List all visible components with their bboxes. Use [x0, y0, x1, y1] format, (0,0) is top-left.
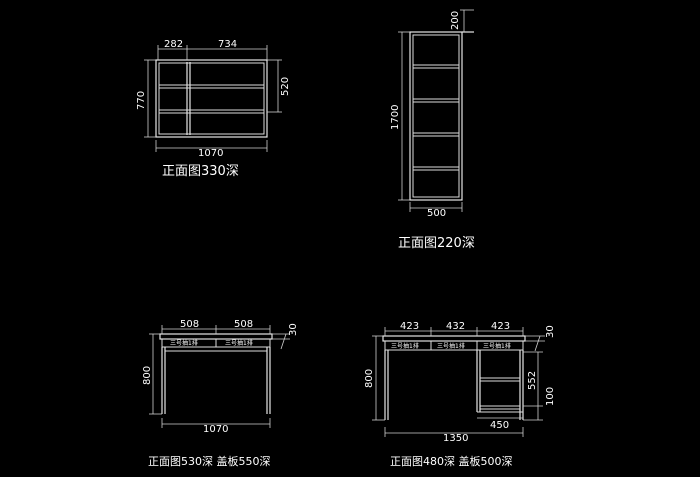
- drawing-4-caption: 正面图480深 盖板500深: [390, 454, 513, 468]
- drawing-2: 200 1700 500 正面图220深: [390, 9, 475, 251]
- dim-3-bottom: 1070: [203, 424, 228, 435]
- cabinet-1-inner: [158, 62, 265, 135]
- dim-2-top: 200: [450, 11, 461, 30]
- drawing-3-caption: 正面图530深 盖板550深: [148, 454, 271, 468]
- desk-3-frame: [159, 333, 273, 414]
- desk-4-drawer-label-1: 三号抽1排: [391, 342, 419, 350]
- dim-4-top-3: 423: [491, 321, 510, 332]
- dim-1-bottom: 1070: [198, 148, 223, 159]
- cabinet-1-frame: [155, 59, 268, 138]
- dim-1-left: 770: [136, 91, 147, 110]
- cabinet-1-outer: [155, 59, 268, 138]
- dim-3-left: 800: [142, 366, 153, 385]
- dim-4-right-top: 30: [545, 325, 556, 338]
- dim-4-top-2: 432: [446, 321, 465, 332]
- dim-1-right: 520: [280, 77, 291, 96]
- dim-4-left: 800: [364, 369, 375, 388]
- dim-4-inner-bottom: 450: [490, 420, 509, 431]
- dim-4-bottom: 1350: [443, 433, 468, 444]
- drawing-1: 282 734 770 520 1070 正面图330深: [136, 39, 291, 179]
- desk-4-top-board: [382, 335, 526, 342]
- dim-3-right: 30: [288, 323, 299, 336]
- desk-3-drawer-label-1: 三号抽1排: [170, 339, 198, 347]
- dim-3-top-right: 508: [234, 319, 253, 330]
- drawing-2-caption: 正面图220深: [398, 236, 475, 251]
- desk-4-drawer-label-2: 三号抽1排: [437, 342, 465, 350]
- dim-1-top-left: 282: [164, 39, 183, 50]
- shelf-2-outer: [409, 31, 463, 201]
- dim-4-right-mid: 552: [527, 371, 538, 390]
- dim-2-left: 1700: [390, 105, 401, 130]
- desk-4-dimensions: [372, 327, 545, 437]
- drawing-3: 三号抽1排 三号抽1排 508 508 30 800 1070 正面图530深 …: [142, 319, 299, 468]
- desk-4-drawer-label-3: 三号抽1排: [483, 342, 511, 350]
- dim-1-top-right: 734: [218, 39, 237, 50]
- shelf-2-dimensions: [398, 9, 474, 212]
- desk-4-drawer-band: [384, 340, 524, 351]
- desk-3-drawer-label-2: 三号抽1排: [225, 339, 253, 347]
- dim-2-bottom: 500: [427, 208, 446, 219]
- desk-4-frame: [382, 335, 526, 420]
- desk-3-dimensions: [149, 325, 290, 428]
- dim-4-right-low: 100: [545, 387, 556, 406]
- dim-3-top-left: 508: [180, 319, 199, 330]
- shelf-2-inner: [412, 34, 460, 198]
- drawing-4: 三号抽1排 三号抽1排 三号抽1排 423 432 423: [364, 321, 556, 468]
- shelf-2-frame: [409, 31, 474, 201]
- drawing-1-caption: 正面图330深: [162, 164, 239, 179]
- desk-3-top-board: [159, 333, 273, 340]
- dim-4-top-1: 423: [400, 321, 419, 332]
- cabinet-1-dimensions: [144, 45, 282, 152]
